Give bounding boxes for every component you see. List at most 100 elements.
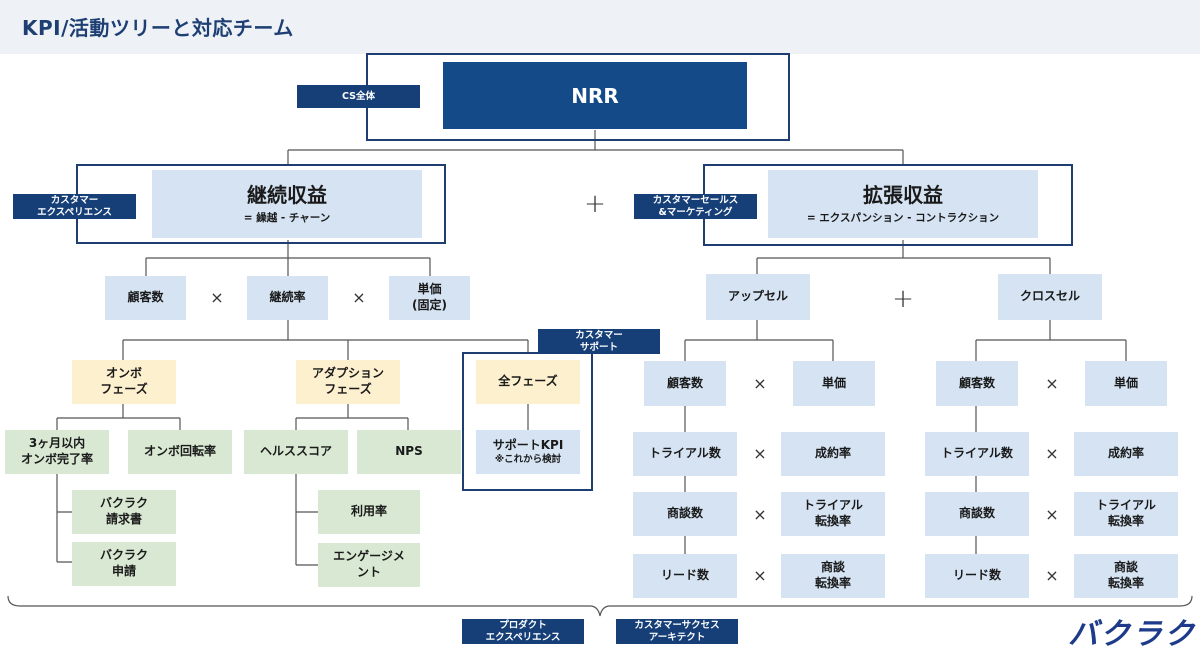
onboarding-turnover-box: オンボ回転率 [128, 430, 232, 474]
crosssell-trial-conv-box: トライアル 転換率 [1074, 492, 1178, 536]
nrr-label: NRR [571, 83, 619, 108]
support-frame [462, 352, 593, 491]
support-kpi-box: サポートKPI ※これから検討 [476, 430, 580, 474]
unit-price-label: 単価 [417, 282, 442, 297]
times-operator: × [753, 374, 767, 393]
continuing-revenue-title: 継続収益 [247, 183, 327, 208]
crosssell-leads-box: リード数 [925, 554, 1029, 598]
support-kpi-note: ※これから検討 [494, 453, 562, 465]
upsell-leads-box: リード数 [633, 554, 737, 598]
upsell-customers-box: 顧客数 [644, 361, 726, 406]
unit-price-fixed-box: 単価 (固定) [389, 276, 470, 320]
crosssell-box: クロスセル [998, 274, 1102, 320]
upsell-trials-box: トライアル数 [633, 432, 737, 476]
crosssell-label: クロスセル [1019, 289, 1080, 304]
customer-sales-tag: カスタマーセールス &マーケティング [634, 194, 757, 219]
times-operator: × [1045, 444, 1059, 463]
times-operator: × [1045, 566, 1059, 585]
csa-tag-line1: カスタマーサクセス [634, 619, 720, 631]
bakuraku-request-line2: 申請 [111, 564, 136, 578]
crosssell-unit-price-box: 単価 [1085, 361, 1167, 406]
crosssell-close-rate-box: 成約率 [1074, 432, 1178, 476]
all-phase-label: 全フェーズ [498, 374, 558, 389]
upsell-label: アップセル [727, 289, 788, 304]
bakuraku-logo: バクラク [1068, 617, 1196, 652]
retention-rate-box: 継続率 [247, 276, 328, 320]
health-score-box: ヘルススコア [244, 430, 348, 474]
crosssell-deal-conv-line1: 商談 [1113, 560, 1138, 575]
bakuraku-request-line1: バクラク [99, 548, 148, 563]
customers-count-box: 顧客数 [105, 276, 186, 320]
times-operator: × [1045, 505, 1059, 524]
expansion-revenue-formula: = エクスパンション - コントラクション [806, 212, 1000, 225]
upsell-unit-price-box: 単価 [793, 361, 875, 406]
crosssell-customers-label: 顧客数 [958, 375, 995, 390]
cs-all-tag: CS全体 [297, 85, 420, 108]
crosssell-deal-conv-line2: 転換率 [1107, 576, 1144, 590]
crosssell-deals-label: 商談数 [958, 506, 995, 521]
onboarding-phase-line1: オンボ [105, 366, 142, 381]
expansion-revenue-title: 拡張収益 [863, 183, 943, 208]
continuing-revenue-box: 継続収益 = 繰越 - チャーン [152, 170, 422, 238]
times-operator: × [1045, 374, 1059, 393]
adoption-phase-line1: アダプション [311, 366, 384, 381]
nrr-box: NRR [443, 62, 747, 129]
engagement-line1: エンゲージメ [333, 549, 405, 564]
px-tag-line2: エクスペリエンス [485, 631, 561, 643]
all-phase-box: 全フェーズ [476, 360, 580, 404]
page-title: KPI/活動ツリーと対応チーム [22, 16, 294, 40]
crosssell-leads-label: リード数 [952, 568, 1001, 583]
upsell-customers-label: 顧客数 [666, 375, 703, 390]
customer-experience-tag: カスタマー エクスペリエンス [13, 194, 136, 219]
nps-box: NPS [357, 430, 461, 474]
onboarding-phase-box: オンボ フェーズ [72, 360, 176, 404]
product-experience-tag: プロダクト エクスペリエンス [462, 619, 584, 644]
cs-sales-tag-line1: カスタマーセールス [652, 194, 739, 206]
upsell-leads-label: リード数 [660, 568, 709, 583]
plus-operator-main: + [584, 189, 606, 219]
cx-tag-line2: エクスペリエンス [37, 206, 112, 218]
upsell-deal-conv-line1: 商談 [820, 560, 845, 575]
support-tag-line2: サポート [579, 341, 618, 353]
crosssell-trials-box: トライアル数 [925, 432, 1029, 476]
continuing-revenue-formula: = 繰越 - チャーン [243, 212, 331, 225]
cs-all-tag-label: CS全体 [342, 90, 375, 102]
adoption-phase-line2: フェーズ [324, 382, 372, 396]
bakuraku-invoice-line1: バクラク [99, 496, 148, 511]
upsell-box: アップセル [706, 274, 810, 320]
crosssell-trial-conv-line1: トライアル [1096, 498, 1156, 513]
onboarding-turnover-label: オンボ回転率 [143, 444, 216, 459]
engagement-line2: ント [356, 565, 381, 579]
upsell-deals-label: 商談数 [666, 506, 703, 521]
nps-label: NPS [395, 444, 423, 459]
unit-price-fixed-note: (固定) [412, 298, 447, 312]
crosssell-customers-box: 顧客数 [936, 361, 1018, 406]
onboarding-completion-line2: オンボ完了率 [20, 452, 93, 466]
adoption-phase-box: アダプション フェーズ [296, 360, 400, 404]
customer-support-tag: カスタマー サポート [538, 329, 660, 354]
expansion-revenue-box: 拡張収益 = エクスパンション - コントラクション [768, 170, 1038, 238]
crosssell-trial-conv-line2: 転換率 [1107, 514, 1144, 528]
upsell-close-rate-label: 成約率 [814, 446, 851, 461]
onboarding-completion-line1: 3ヶ月以内 [28, 436, 86, 451]
times-operator: × [210, 288, 224, 307]
bakuraku-request-box: バクラク 申請 [72, 542, 176, 586]
csa-tag-line2: アーキテクト [648, 631, 706, 643]
bakuraku-invoice-box: バクラク 請求書 [72, 490, 176, 534]
engagement-box: エンゲージメ ント [318, 543, 420, 587]
upsell-deal-conv-box: 商談 転換率 [781, 554, 885, 598]
usage-rate-box: 利用率 [318, 490, 420, 534]
crosssell-close-rate-label: 成約率 [1107, 446, 1144, 461]
upsell-trial-conv-box: トライアル 転換率 [781, 492, 885, 536]
plus-operator-expansion: + [892, 284, 914, 314]
upsell-close-rate-box: 成約率 [781, 432, 885, 476]
crosssell-deal-conv-box: 商談 転換率 [1074, 554, 1178, 598]
px-tag-line1: プロダクト [499, 619, 547, 631]
bakuraku-invoice-line2: 請求書 [105, 512, 142, 526]
support-tag-line1: カスタマー [575, 329, 623, 341]
times-operator: × [753, 444, 767, 463]
cs-architect-tag: カスタマーサクセス アーキテクト [616, 619, 738, 644]
health-score-label: ヘルススコア [259, 444, 332, 459]
support-kpi-label: サポートKPI [492, 438, 564, 453]
